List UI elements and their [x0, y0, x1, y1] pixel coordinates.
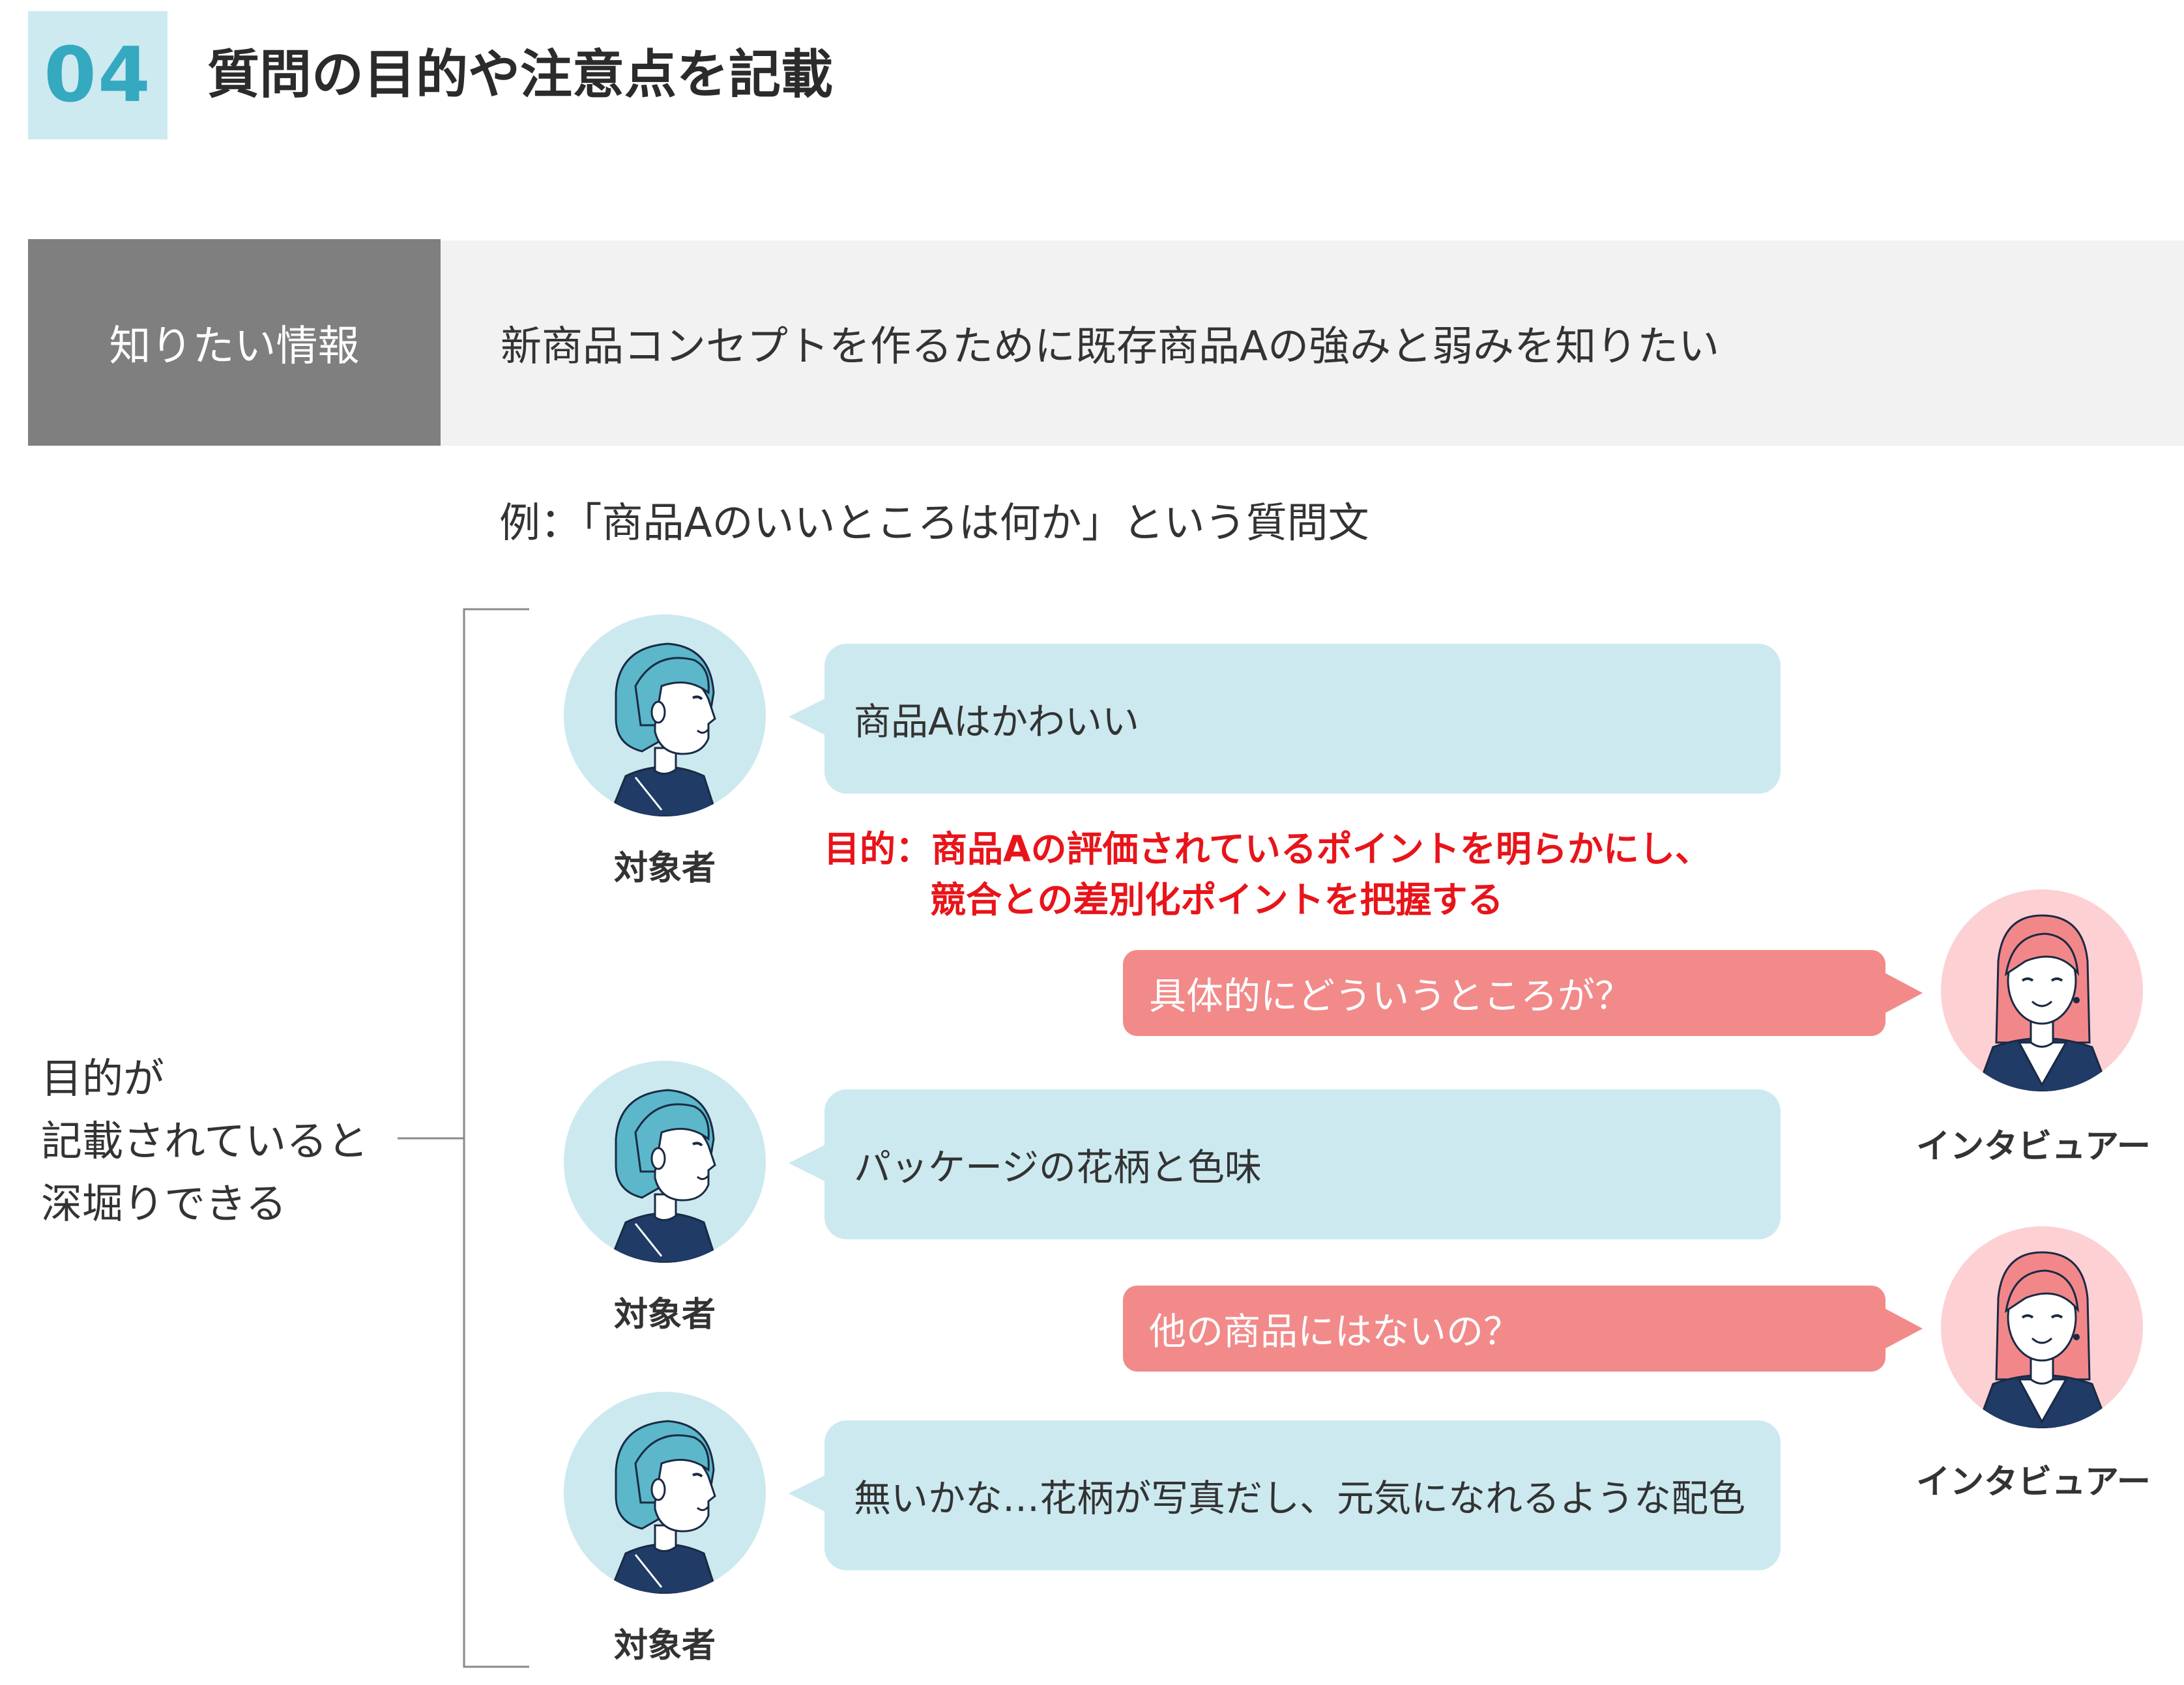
respondent-label: 対象者 [613, 849, 716, 888]
interviewer-avatar [1941, 889, 2143, 1091]
interviewer-label: インタビュアー [1916, 1127, 2151, 1166]
bubble-tail [789, 697, 828, 736]
interviewer-avatar [1941, 1226, 2143, 1428]
interviewer-bubble: 他の商品にはないの？ [1123, 1286, 1886, 1372]
bubble-tail [1884, 1308, 1923, 1349]
bubble-tail [1884, 972, 1923, 1014]
info-label: 知りたい情報 [28, 239, 441, 446]
info-value-text: 新商品コンセプトを作るために既存商品Aの強みと弱みを知りたい [501, 323, 1720, 370]
respondent-bubble: 商品Aはかわいい [824, 644, 1781, 794]
example-question: 例：「商品Aのいいところは何か」という質問文 [499, 499, 1369, 547]
respondent-bubble: パッケージの花柄と色味 [824, 1089, 1781, 1239]
page-title: 質問の目的や注意点を記載 [207, 44, 833, 105]
respondent-avatar [564, 614, 766, 816]
respondent-avatar [564, 1392, 766, 1594]
bubble-tail [789, 1474, 828, 1513]
bubble-text: 具体的にどういうところが？ [1149, 975, 1632, 1018]
section-number: 04 [28, 11, 167, 139]
purpose-line: 目的：商品Aの評価されているポイントを明らかにし、 [824, 828, 1711, 870]
purpose-line: 競合との差別化ポイントを把握する [930, 879, 1504, 921]
interviewer-label: インタビュアー [1916, 1463, 2151, 1502]
side-note-line: 記載されていると [41, 1117, 369, 1165]
bubble-tail [789, 1144, 828, 1183]
info-value: 新商品コンセプトを作るために既存商品Aの強みと弱みを知りたい [441, 240, 2184, 446]
bubble-text: パッケージの花柄と色味 [854, 1146, 1262, 1189]
bubble-text: 無いかな…花柄が写真だし、元気になれるような配色 [854, 1477, 1745, 1520]
respondent-label: 対象者 [613, 1295, 716, 1334]
bubble-text: 商品Aはかわいい [854, 700, 1139, 743]
respondent-avatar [564, 1061, 766, 1263]
side-note-line: 深堀りできる [41, 1180, 287, 1228]
side-note-line: 目的が [41, 1055, 164, 1102]
respondent-label: 対象者 [613, 1626, 716, 1665]
side-note: 目的が 記載されていると 深堀りできる [41, 1048, 368, 1235]
interviewer-bubble: 具体的にどういうところが？ [1123, 950, 1886, 1036]
bubble-text: 他の商品にはないの？ [1149, 1310, 1521, 1353]
respondent-bubble: 無いかな…花柄が写真だし、元気になれるような配色 [824, 1420, 1781, 1570]
purpose-note: 目的：商品Aの評価されているポイントを明らかにし、 競合との差別化ポイントを把握… [824, 824, 1711, 925]
